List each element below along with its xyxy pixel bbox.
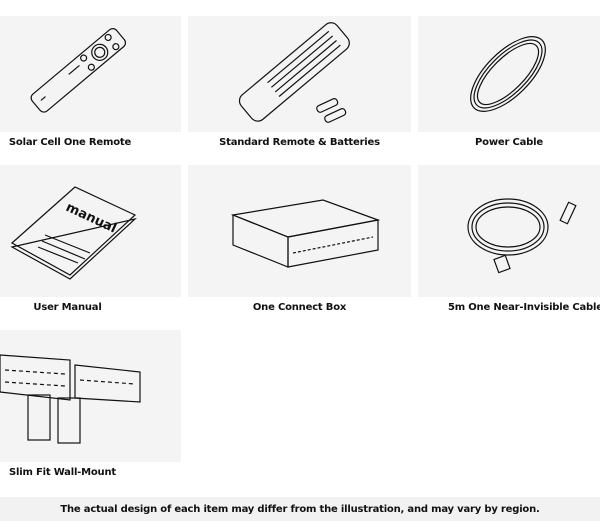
item-label: User Manual bbox=[33, 302, 102, 313]
manual-tile: manual bbox=[0, 165, 181, 297]
wall-mount-icon bbox=[0, 354, 141, 444]
item-label: Power Cable bbox=[475, 137, 543, 148]
disclaimer-note: The actual design of each item may diffe… bbox=[0, 497, 600, 521]
invisible-cable-icon bbox=[467, 198, 577, 274]
item-label: 5m One Near-Invisible Cable bbox=[448, 302, 600, 313]
standard-remote-tile bbox=[188, 16, 411, 132]
item-label: Slim Fit Wall-Mount bbox=[9, 467, 116, 478]
power-cable-icon bbox=[470, 36, 546, 112]
standard-remote-icon bbox=[238, 22, 350, 123]
item-label: Standard Remote & Batteries bbox=[219, 137, 380, 148]
wall-mount-tile bbox=[0, 330, 181, 462]
power-cable-tile bbox=[418, 16, 600, 132]
connect-box-icon bbox=[230, 199, 381, 268]
item-label: One Connect Box bbox=[252, 302, 347, 313]
solar-remote-tile bbox=[0, 16, 181, 132]
manual-cover-text: manual bbox=[63, 200, 118, 236]
item-label: Solar Cell One Remote bbox=[8, 137, 132, 148]
connect-box-tile bbox=[188, 165, 411, 297]
invisible-cable-tile bbox=[418, 165, 600, 297]
solar-remote-icon bbox=[30, 28, 127, 113]
manual-icon: manual bbox=[10, 186, 138, 280]
